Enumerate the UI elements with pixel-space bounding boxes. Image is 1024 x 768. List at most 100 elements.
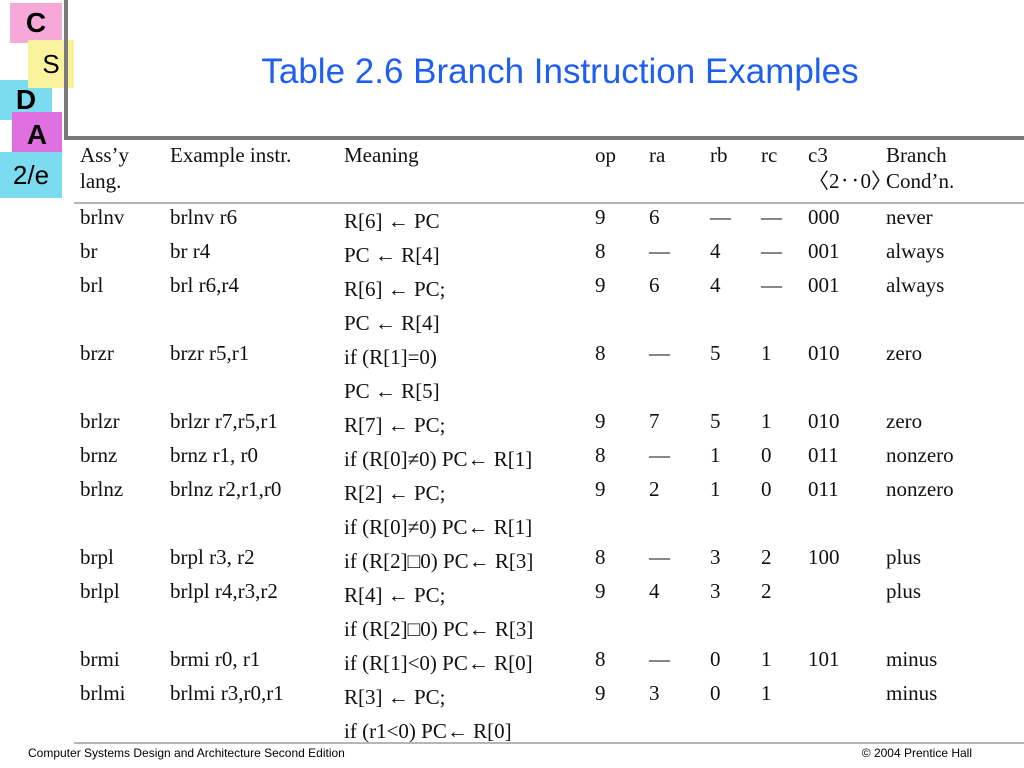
cell-c3: 001	[808, 273, 840, 297]
cell-branch-condition: nonzero	[886, 443, 954, 467]
cell-rb: 3	[710, 545, 721, 569]
cell-example: brzr r5,r1	[170, 341, 250, 365]
header-assembly-language: Ass’y lang.	[80, 142, 129, 194]
cell-rb: 4	[710, 239, 721, 263]
header-assembly-line2: lang.	[80, 169, 122, 193]
cell-example: brlnz r2,r1,r0	[170, 477, 282, 501]
cell-rb: —	[710, 205, 731, 229]
cell-op: 8	[595, 443, 606, 467]
cell-assembly: brlmi	[80, 681, 126, 705]
cell-rc: 1	[761, 681, 772, 705]
header-meaning: Meaning	[344, 143, 419, 167]
vertical-divider	[64, 0, 68, 140]
header-c3-line2: 〈2‥0〉	[808, 169, 892, 193]
cell-ra: 2	[649, 477, 660, 501]
cell-rc: 0	[761, 477, 772, 501]
cell-assembly: brl	[80, 273, 104, 297]
cell-rb: 5	[710, 409, 721, 433]
cell-ra: 6	[649, 273, 660, 297]
cell-example: brlmi r3,r0,r1	[170, 681, 284, 705]
cell-rb: 1	[710, 443, 721, 467]
cell-meaning: if (R[0]≠0) PC← R[1]	[344, 447, 533, 471]
table-row: PC ← R[4]	[74, 306, 1024, 340]
cell-meaning: R[6] ← PC;	[344, 277, 446, 301]
cell-op: 9	[595, 205, 606, 229]
cell-assembly: brlnz	[80, 477, 124, 501]
cell-c3: 010	[808, 409, 840, 433]
table-row: PC ← R[5]	[74, 374, 1024, 408]
logo-letter-a: A	[12, 112, 62, 158]
cell-meaning: R[4] ← PC;	[344, 583, 446, 607]
header-c3: c3 〈2‥0〉	[808, 142, 892, 194]
branch-instruction-table: Ass’y lang. Example instr. Meaning op ra…	[74, 140, 1024, 743]
title-divider	[64, 136, 1024, 140]
cell-rc: 1	[761, 647, 772, 671]
cell-example: brmi r0, r1	[170, 647, 261, 671]
cell-meaning: if (R[2]□0) PC← R[3]	[344, 617, 534, 641]
cell-ra: 7	[649, 409, 660, 433]
cell-rb: 0	[710, 681, 721, 705]
cell-rb: 1	[710, 477, 721, 501]
cell-op: 9	[595, 273, 606, 297]
cell-rc: 1	[761, 341, 772, 365]
cell-op: 8	[595, 647, 606, 671]
cell-branch-condition: always	[886, 239, 945, 263]
cell-c3: 101	[808, 647, 840, 671]
cell-rc: 2	[761, 579, 772, 603]
header-assembly-line1: Ass’y	[80, 143, 130, 167]
cell-op: 9	[595, 579, 606, 603]
cell-ra: 6	[649, 205, 660, 229]
table-row: brl brl r6,r4 R[6] ← PC; 9 6 4 — 001 always	[74, 272, 1024, 306]
cell-rc: —	[761, 239, 782, 263]
header-rb: rb	[710, 143, 728, 167]
cell-meaning: PC ← R[4]	[344, 243, 440, 267]
cell-ra: —	[649, 443, 670, 467]
cell-branch-condition: nonzero	[886, 477, 954, 501]
cell-rc: 1	[761, 409, 772, 433]
cell-op: 9	[595, 681, 606, 705]
cell-meaning: PC ← R[4]	[344, 311, 440, 335]
cell-example: brl r6,r4	[170, 273, 239, 297]
cell-branch-condition: zero	[886, 409, 923, 433]
cell-rb: 4	[710, 273, 721, 297]
cell-meaning: if (R[1]=0)	[344, 345, 437, 369]
cell-rc: —	[761, 273, 782, 297]
table-row: if (R[0]≠0) PC← R[1]	[74, 510, 1024, 544]
cell-branch-condition: never	[886, 205, 933, 229]
cell-op: 9	[595, 477, 606, 501]
cell-ra: —	[649, 647, 670, 671]
cell-meaning: if (R[0]≠0) PC← R[1]	[344, 515, 533, 539]
cell-c3: 000	[808, 205, 840, 229]
header-branch-line1: Branch	[886, 143, 947, 167]
table-header-row: Ass’y lang. Example instr. Meaning op ra…	[74, 140, 1024, 204]
footer-copyright: © 2004 Prentice Hall	[861, 746, 972, 760]
cell-branch-condition: always	[886, 273, 945, 297]
cell-assembly: brzr	[80, 341, 114, 365]
cell-meaning: if (R[2]□0) PC← R[3]	[344, 549, 534, 573]
cell-rc: 0	[761, 443, 772, 467]
cell-example: brnz r1, r0	[170, 443, 259, 467]
cell-rb: 3	[710, 579, 721, 603]
cell-assembly: brlpl	[80, 579, 120, 603]
table-bottom-rule	[74, 742, 1024, 744]
header-rc: rc	[761, 143, 778, 167]
cell-op: 9	[595, 409, 606, 433]
cell-example: brlzr r7,r5,r1	[170, 409, 278, 433]
cell-meaning: R[6] ← PC	[344, 209, 440, 233]
cell-ra: 4	[649, 579, 660, 603]
cell-assembly: brlzr	[80, 409, 120, 433]
cell-rb: 0	[710, 647, 721, 671]
logo-edition: 2/e	[0, 152, 62, 198]
cell-c3: 011	[808, 443, 839, 467]
cell-c3: 001	[808, 239, 840, 263]
slide-title: Table 2.6 Branch Instruction Examples	[261, 52, 859, 91]
header-ra: ra	[649, 143, 666, 167]
